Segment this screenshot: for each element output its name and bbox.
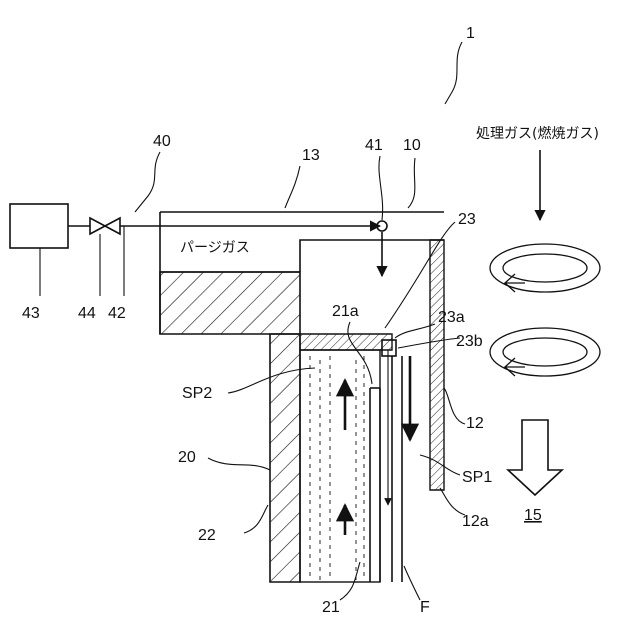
label-space2: SP2	[182, 385, 212, 402]
label-purge-system: 40	[153, 133, 171, 150]
label-tube: 21	[322, 599, 340, 616]
label-tank: 43	[22, 305, 40, 322]
label-holder: 20	[178, 449, 196, 466]
valve-44-icon	[90, 218, 120, 234]
tank-43	[10, 204, 68, 248]
label-space1: SP1	[462, 469, 492, 486]
label-holder-wall: 22	[198, 527, 216, 544]
label-inner-tube-top: 21a	[332, 303, 359, 320]
swirl-icon	[490, 244, 600, 376]
process-gas-text: 処理ガス(燃焼ガス)	[476, 125, 599, 142]
label-top-wall: 13	[302, 147, 320, 164]
label-cover: 23	[458, 211, 476, 228]
wall-12	[430, 240, 444, 490]
label-wall: 12	[466, 415, 484, 432]
purge-gas-text: パージガス	[180, 240, 250, 256]
label-pipe: 42	[108, 305, 126, 322]
fluid-dashes	[310, 356, 364, 580]
holder-wall-22	[270, 334, 300, 582]
label-casing: 10	[403, 137, 421, 154]
label-wall-end: 12a	[462, 513, 489, 530]
hatched-block	[160, 272, 300, 334]
label-valve: 44	[78, 305, 96, 322]
label-plate-edge: 23b	[456, 333, 483, 350]
label-fiber: F	[420, 599, 430, 616]
label-plate: 23a	[438, 309, 465, 326]
label-purge-outlet: 41	[365, 137, 383, 154]
flow-arrow-15	[508, 420, 562, 495]
label-apparatus: 1	[466, 25, 475, 42]
label-flow: 15	[524, 507, 542, 524]
plate-23a	[300, 334, 392, 350]
inner-tube-21	[300, 350, 380, 582]
